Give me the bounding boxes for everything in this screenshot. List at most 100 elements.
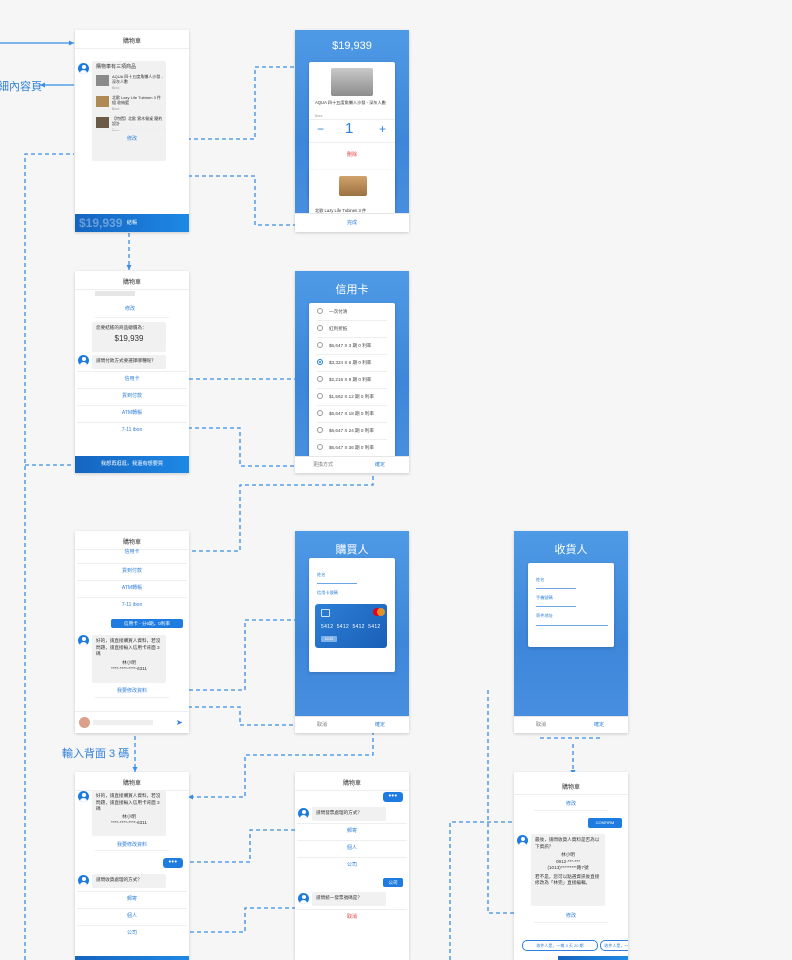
question-bubble: 請問付款方式要選擇哪種呢？ bbox=[92, 355, 166, 369]
option-company[interactable]: 公司 bbox=[297, 857, 407, 873]
installment-option[interactable]: $6,647 X 36 期 0 利率 bbox=[317, 441, 374, 455]
option-ibon[interactable]: 7-11 ibon bbox=[77, 597, 187, 613]
typing-indicator: ••• bbox=[383, 792, 403, 802]
quick-reply-chip[interactable]: 收件人是，一... bbox=[600, 940, 628, 951]
option-credit-card[interactable]: 信用卡 bbox=[77, 371, 187, 387]
option-atm[interactable]: ATM轉帳 bbox=[77, 405, 187, 421]
product-price: $xxx bbox=[315, 114, 323, 118]
user-avatar bbox=[79, 717, 90, 728]
page-title: 購物車 bbox=[122, 280, 141, 286]
page-title: 購物車 bbox=[342, 781, 361, 787]
cancel-option[interactable]: 取消 bbox=[297, 909, 407, 925]
typing-indicator: ••• bbox=[163, 858, 183, 868]
installment-option[interactable]: 紅利折抵 bbox=[317, 322, 347, 336]
installment-option[interactable]: 一次付清 bbox=[317, 305, 347, 319]
product-thumbnail bbox=[96, 74, 109, 86]
payment-screen: 購物車 修改 您要結帳的商品總價為： $19,939 請問付款方式要選擇哪種呢？… bbox=[75, 271, 189, 473]
installment-option[interactable]: $2,216 X 9 期 0 利率 bbox=[317, 373, 371, 387]
page-title: 購物車 bbox=[561, 785, 580, 791]
delete-button[interactable]: 刪除 bbox=[346, 152, 357, 158]
total-label: 您要結帳的商品總價為： bbox=[96, 325, 147, 330]
product-name: AQUA 四十五度角懶人沙發 - 深灰人數 bbox=[315, 100, 386, 105]
product-thumbnail bbox=[96, 116, 109, 128]
option-cash-on-delivery[interactable]: 貨到付款 bbox=[77, 388, 187, 404]
question-bubble: 請問統一發票號碼是？ bbox=[312, 892, 386, 906]
option-cash-on-delivery[interactable]: 貨到付款 bbox=[77, 563, 187, 579]
continue-shopping-bar[interactable]: 我想再逛逛，我還有想要買 bbox=[75, 456, 189, 473]
confirm-button[interactable]: 確定 bbox=[375, 722, 386, 728]
message-input[interactable] bbox=[93, 720, 153, 725]
cart-items-bubble: 購物車有三項商品 AQUA 四十五度角懶人沙發 - 深灰人數 $xxx 北歐 L… bbox=[92, 61, 166, 161]
installment-option[interactable]: $6,647 X 3 期 0 利率 bbox=[317, 339, 371, 353]
confirm-button[interactable]: 確定 bbox=[594, 722, 605, 728]
buyer-form-card: 姓名 信用卡號碼 5412 5412 5412 5412 12/22 bbox=[309, 558, 395, 672]
cart-item[interactable]: 【特價】北歐 實木餐桌 簡約設計 $xxx bbox=[96, 116, 162, 134]
product-name: 北歐 Lazy Life Tubinen 3 件組 收納籃 bbox=[112, 94, 161, 105]
option-personal[interactable]: 個人 bbox=[297, 840, 407, 856]
cancel-button[interactable]: 取消 bbox=[536, 722, 547, 728]
installment-option[interactable]: $1,662 X 12 期 0 利率 bbox=[317, 390, 374, 404]
confirm-button[interactable]: 確定 bbox=[375, 462, 386, 468]
product-name: AQUA 四十五度角懶人沙發 - 深灰人數 bbox=[112, 73, 163, 84]
option-mail[interactable]: 郵寄 bbox=[297, 823, 407, 839]
product-name: 北歐 Lazy Life Tubinen 3 件 bbox=[315, 208, 367, 213]
edit-link[interactable]: 修改 bbox=[126, 136, 137, 142]
installment-option[interactable]: $6,647 X 18 期 0 利率 bbox=[317, 407, 374, 421]
name-input[interactable] bbox=[536, 588, 576, 589]
done-button[interactable]: 完成 bbox=[346, 220, 357, 226]
buyer-chat-screen: 購物車 信用卡 貨到付款 ATM轉帳 7-11 ibon 信用卡 - 分6期，0… bbox=[75, 531, 189, 733]
screen-title: 收貨人 bbox=[554, 544, 588, 556]
option-ibon[interactable]: 7-11 ibon bbox=[77, 422, 187, 438]
buyer-info-bubble: 好的，請直接購買人資料，若沒問題，請直接輸入信用卡背面 3 碼 林小明 ****… bbox=[92, 790, 166, 836]
detail-footer: 完成 bbox=[295, 213, 409, 232]
phone-input[interactable] bbox=[536, 606, 576, 607]
installment-option-selected[interactable]: $3,324 X 6 期 0 利率 bbox=[317, 356, 371, 370]
user-reply-bubble: CONFIRM bbox=[588, 818, 622, 828]
detail-total: $19,939 bbox=[332, 40, 372, 52]
option-company[interactable]: 公司 bbox=[77, 925, 187, 941]
radio-icon bbox=[317, 341, 323, 348]
name-input[interactable] bbox=[317, 583, 357, 584]
checkout-bar[interactable]: $19,939 結帳 bbox=[75, 214, 189, 232]
back-code-annotation: 輸入背面 3 碼 bbox=[62, 748, 130, 760]
buyer-name: 林小明 bbox=[122, 813, 136, 819]
credit-card-screen: 信用卡 一次付清 紅利折抵 $6,647 X 3 期 0 利率 $3,324 X… bbox=[295, 271, 409, 473]
address-input[interactable] bbox=[536, 625, 608, 626]
cart-item[interactable]: 北歐 Lazy Life Tubinen 3 件組 收納籃 $xxx bbox=[96, 95, 162, 113]
delivery-chat-screen: 購物車 好的，請直接購買人資料，若沒問題，請直接輸入信用卡背面 3 碼 林小明 … bbox=[75, 772, 189, 960]
buyer-info-bubble: 好的，請直接購買人資料，若沒問題，請直接輸入信用卡背面 3 碼 林小明 ****… bbox=[92, 635, 166, 683]
option-mail[interactable]: 郵寄 bbox=[77, 891, 187, 907]
edit-link[interactable]: 修改 bbox=[565, 913, 576, 919]
installment-option[interactable]: $6,647 X 24 期 0 利率 bbox=[317, 424, 374, 438]
edit-info-link[interactable]: 我要修改資料 bbox=[116, 842, 147, 848]
edit-hint: 若不是，您可以點選資訊後直接修改為「林完」直接編輯。 bbox=[535, 873, 600, 886]
product-price: $xxx bbox=[112, 106, 120, 111]
radio-icon bbox=[317, 443, 323, 450]
cancel-button[interactable]: 取消 bbox=[317, 722, 328, 728]
quick-reply-chip[interactable]: 收件人是，一樣 3 天 20 期 bbox=[522, 940, 598, 951]
cart-item[interactable]: AQUA 四十五度角懶人沙發 - 深灰人數 $xxx bbox=[96, 73, 163, 92]
receiver-info-bubble: 最後，請問收貨人資料是否為以下資訊？ 林小明 0912-***-*** (101… bbox=[531, 834, 605, 906]
decrease-button[interactable]: − bbox=[317, 122, 325, 136]
edit-link[interactable]: 修改 bbox=[124, 306, 135, 312]
increase-button[interactable]: + bbox=[379, 122, 387, 136]
edit-link[interactable]: 修改 bbox=[565, 801, 576, 807]
receiver-address: (1013)*********路7號 bbox=[547, 865, 589, 870]
question-bubble: 請問發票處理的方式？ bbox=[312, 807, 386, 821]
change-method-button[interactable]: 更換方式 bbox=[313, 462, 334, 468]
cart-screen: 購物車 購物車有三項商品 AQUA 四十五度角懶人沙發 - 深灰人數 $xxx … bbox=[75, 30, 189, 232]
bot-avatar bbox=[517, 835, 528, 846]
screen-title: 購買人 bbox=[335, 544, 369, 556]
send-icon[interactable]: ➤ bbox=[176, 718, 183, 727]
option-personal[interactable]: 個人 bbox=[77, 908, 187, 924]
edit-info-link[interactable]: 我要修改資料 bbox=[116, 688, 147, 694]
user-reply-bubble: 信用卡 - 分6期，0利率 bbox=[111, 619, 183, 628]
option-credit-card[interactable]: 信用卡 bbox=[124, 549, 140, 555]
checkout-button[interactable]: 結帳 bbox=[126, 220, 138, 226]
option-atm[interactable]: ATM轉帳 bbox=[77, 580, 187, 596]
page-title: 購物車 bbox=[122, 39, 141, 45]
card-label: 信用卡號碼 bbox=[317, 590, 338, 595]
buyer-footer: 取消 確定 bbox=[295, 716, 409, 733]
radio-icon bbox=[317, 392, 323, 399]
quantity-value[interactable]: 1 bbox=[345, 120, 354, 137]
